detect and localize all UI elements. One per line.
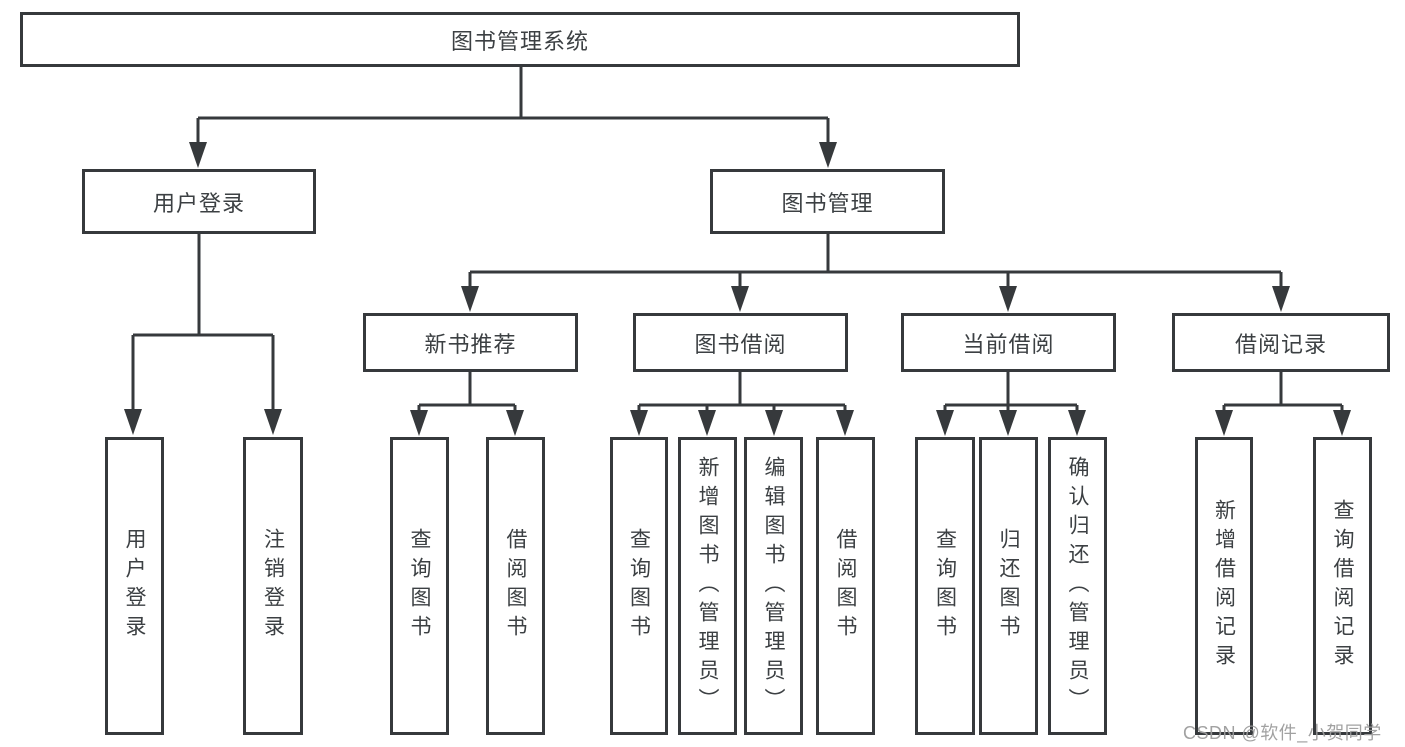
arrowheads — [124, 142, 1351, 436]
edge-new-book-bus — [417, 372, 517, 413]
arrow-to-user-login — [189, 142, 207, 168]
leaf-query-books-current: 查询图书 — [915, 437, 975, 735]
arrow-to-book-borrow — [731, 286, 749, 312]
leaf-label: 编辑图书（管理员） — [762, 455, 785, 717]
arrow-to-new-book — [461, 286, 479, 312]
arrow-to-leaf-6 — [765, 410, 783, 436]
node-library-system: 图书管理系统 — [20, 12, 1020, 67]
leaf-label: 查询借阅记录 — [1331, 499, 1354, 673]
arrow-to-leaf-3 — [506, 410, 524, 436]
leaf-borrow-books: 借阅图书 — [816, 437, 875, 735]
arrow-to-borrow-records — [1272, 286, 1290, 312]
arrow-to-current-borrow — [999, 286, 1017, 312]
leaf-query-books-borrow: 查询图书 — [610, 437, 668, 735]
node-borrow-records: 借阅记录 — [1172, 313, 1390, 372]
leaf-label: 新增借阅记录 — [1212, 499, 1236, 673]
arrow-to-leaf-7 — [836, 410, 854, 436]
leaf-logout: 注销登录 — [243, 437, 303, 735]
leaf-label: 借阅图书 — [834, 528, 857, 644]
arrow-to-leaf-11 — [1215, 410, 1233, 436]
leaf-label: 用户登录 — [123, 528, 146, 644]
leaf-label: 归还图书 — [997, 528, 1020, 644]
arrow-to-leaf-5 — [698, 410, 716, 436]
arrow-to-leaf-0 — [124, 409, 142, 435]
leaf-label: 确认归还（管理员） — [1066, 455, 1089, 717]
leaf-label: 查询图书 — [933, 528, 957, 644]
leaf-label: 查询图书 — [408, 528, 431, 644]
edge-borrow-records-bus — [1222, 372, 1344, 413]
leaf-label: 查询图书 — [627, 528, 651, 644]
edge-book-borrow-bus — [637, 372, 847, 413]
node-new-book-recommend: 新书推荐 — [363, 313, 578, 372]
leaf-borrow-books-recommend: 借阅图书 — [486, 437, 545, 735]
leaf-add-borrow-record: 新增借阅记录 — [1195, 437, 1253, 735]
leaf-edit-books-admin: 编辑图书（管理员） — [744, 437, 803, 735]
edge-current-borrow-bus — [943, 372, 1079, 413]
leaf-user-login: 用户登录 — [105, 437, 164, 735]
leaf-query-books-recommend: 查询图书 — [390, 437, 449, 735]
edge-user-login-bus — [131, 234, 275, 412]
leaf-label: 注销登录 — [261, 528, 285, 644]
watermark: CSDN @软件_小贺同学 — [1183, 723, 1382, 743]
leaf-query-borrow-record: 查询借阅记录 — [1313, 437, 1372, 735]
edge-root-bus — [196, 67, 830, 146]
leaf-label: 新增图书（管理员） — [696, 455, 719, 717]
arrow-to-book-mgmt — [819, 142, 837, 168]
node-book-borrow: 图书借阅 — [633, 313, 848, 372]
arrow-to-leaf-4 — [630, 410, 648, 436]
arrow-to-leaf-1 — [264, 409, 282, 435]
arrow-to-leaf-9 — [999, 410, 1017, 436]
arrow-to-leaf-10 — [1068, 410, 1086, 436]
node-current-borrow: 当前借阅 — [901, 313, 1116, 372]
leaf-confirm-return-admin: 确认归还（管理员） — [1048, 437, 1107, 735]
leaf-add-books-admin: 新增图书（管理员） — [678, 437, 737, 735]
node-user-login: 用户登录 — [82, 169, 316, 234]
leaf-label: 借阅图书 — [504, 528, 527, 644]
arrow-to-leaf-8 — [936, 410, 954, 436]
leaf-return-books: 归还图书 — [979, 437, 1038, 735]
node-book-management: 图书管理 — [710, 169, 945, 234]
arrow-to-leaf-12 — [1333, 410, 1351, 436]
arrow-to-leaf-2 — [410, 410, 428, 436]
edge-book-mgmt-bus — [468, 234, 1283, 288]
